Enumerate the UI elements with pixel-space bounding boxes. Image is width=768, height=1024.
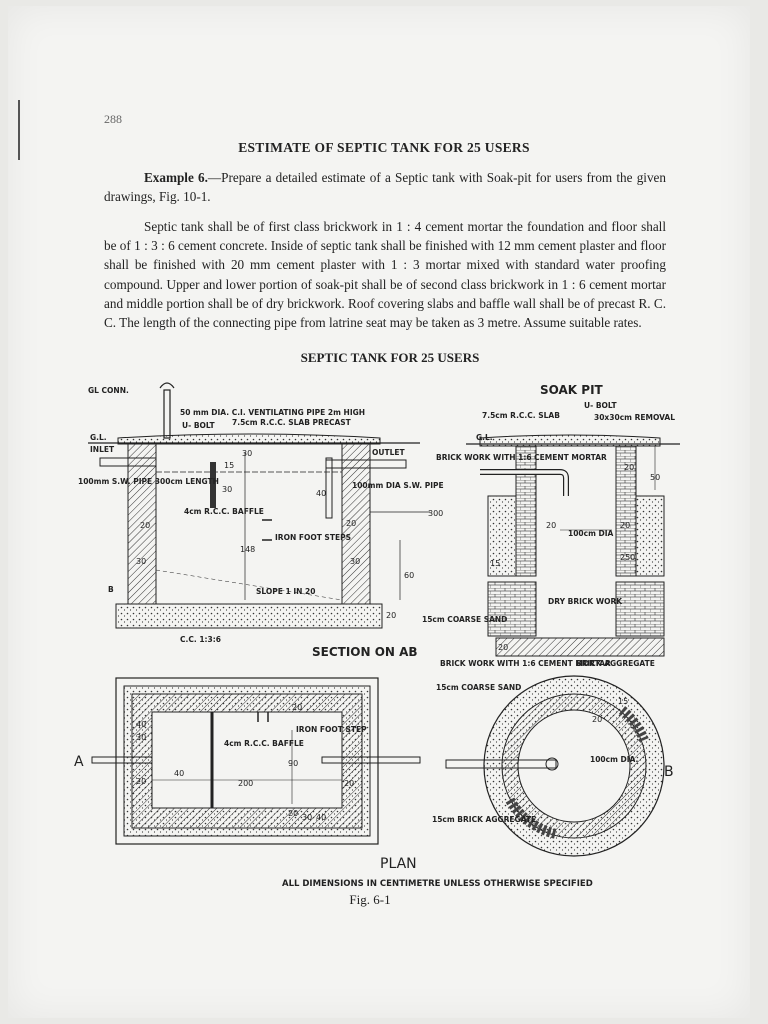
section-dim: 20 bbox=[386, 611, 396, 620]
section-title: SECTION ON AB bbox=[312, 645, 418, 659]
plan-title: PLAN bbox=[380, 856, 417, 872]
soak-label-brick-work-bottom: BRICK WORK WITH 1:6 CEMENT MORTAR bbox=[440, 659, 611, 668]
section-dim: 30 bbox=[222, 485, 232, 494]
specification-paragraph: Septic tank shall be of first class bric… bbox=[104, 217, 666, 332]
soak-dim: 15 bbox=[490, 559, 500, 568]
section-dim: 20 bbox=[346, 519, 356, 528]
example-paragraph: Example 6.—Prepare a detailed estimate o… bbox=[104, 168, 666, 206]
plan-dim: 20 bbox=[592, 715, 602, 724]
section-dimensions: 30 15 30 40 20 30 148 30 60 20 20 300 bbox=[136, 449, 443, 620]
plan-tank-view bbox=[91, 677, 421, 845]
soak-label-dry-brick: DRY BRICK WORK bbox=[548, 597, 623, 606]
specification-text: Septic tank shall be of first class bric… bbox=[104, 219, 666, 331]
plan-dim: 30 bbox=[302, 813, 312, 822]
soak-pit-title: SOAK PIT bbox=[540, 383, 604, 397]
soak-dim: 20 bbox=[624, 463, 634, 472]
soak-label-u-bolt: U- BOLT bbox=[584, 401, 617, 410]
section-view bbox=[88, 382, 430, 629]
soak-dim: 20 bbox=[620, 521, 630, 530]
plan-dim: 20 bbox=[344, 779, 354, 788]
plan-soak-pit-view bbox=[445, 675, 665, 857]
page-number: 288 bbox=[104, 112, 122, 126]
soak-dim: 250 bbox=[620, 553, 635, 562]
plan-label-b-mark: B bbox=[664, 764, 674, 780]
section-label-sw-pipe: 100mm S.W. PIPE 300cm LENGTH bbox=[78, 477, 219, 486]
plan-dim: 30 bbox=[136, 733, 146, 742]
section-dim: 30 bbox=[242, 449, 252, 458]
section-label-b-mark: B bbox=[108, 585, 114, 594]
plan-dim: 20 bbox=[292, 703, 302, 712]
soak-label-coarse-sand: 15cm COARSE SAND bbox=[422, 615, 507, 624]
plan-dim: 90 bbox=[288, 759, 298, 768]
soak-dim: 20 bbox=[546, 521, 556, 530]
soak-label-removal: 30x30cm REMOVAL bbox=[594, 413, 675, 422]
section-dim: 40 bbox=[316, 489, 326, 498]
section-label-gl: G.L. bbox=[90, 433, 107, 442]
plan-dim: 20 bbox=[288, 809, 298, 818]
section-dim: 148 bbox=[240, 545, 255, 554]
section-dim: 300 bbox=[428, 509, 443, 518]
section-dim: 30 bbox=[350, 557, 360, 566]
soak-label-rcc-slab: 7.5cm R.C.C. SLAB bbox=[482, 411, 560, 420]
section-label-iron-foot-steps: IRON FOOT STEPS bbox=[275, 533, 351, 542]
plan-label-coarse-sand: 15cm COARSE SAND bbox=[436, 683, 521, 692]
section-dim: 30 bbox=[136, 557, 146, 566]
plan-label-a-mark: A bbox=[74, 754, 84, 770]
section-dim: 20 bbox=[140, 521, 150, 530]
soak-dim: 50 bbox=[650, 473, 660, 482]
figure-caption: Fig. 6-1 bbox=[349, 892, 391, 907]
plan-dim: 40 bbox=[316, 813, 326, 822]
septic-tank-drawing: GL CONN. 50 mm DIA. C.I. VENTILATING PIP… bbox=[74, 382, 680, 889]
plan-label-dia: 100cm DIA. bbox=[590, 755, 638, 764]
plan-label-iron-foot-step: IRON FOOT STEP bbox=[296, 725, 367, 734]
section-label-sw-pipe-outlet: 100mm DIA S.W. PIPE bbox=[352, 481, 444, 490]
margin-mark bbox=[18, 100, 20, 160]
soak-pit-dimensions: 50 20 20 20 250 15 20 bbox=[490, 463, 660, 652]
plan-dimensions: 20 40 30 20 40 90 200 20 20 30 40 bbox=[136, 703, 354, 822]
dimensions-note: ALL DIMENSIONS IN CENTIMETRE UNLESS OTHE… bbox=[282, 879, 593, 889]
soak-dim: 20 bbox=[498, 643, 508, 652]
soak-label-brick-aggregate: BRICK AGGREGATE bbox=[576, 659, 655, 668]
section-label-outlet: OUTLET bbox=[372, 448, 405, 457]
section-label-vent-pipe: 50 mm DIA. C.I. VENTILATING PIPE 2m HIGH bbox=[180, 408, 365, 417]
section-dim: 60 bbox=[404, 571, 414, 580]
plan-dim: 200 bbox=[238, 779, 253, 788]
section-label-inlet: INLET bbox=[90, 445, 115, 454]
soak-label-brick-work-top: BRICK WORK WITH 1:6 CEMENT MORTAR bbox=[436, 453, 607, 462]
example-label: Example 6. bbox=[144, 170, 208, 185]
soak-label-dia: 100cm DIA bbox=[568, 529, 614, 538]
soak-pit-view bbox=[466, 434, 680, 657]
section-label-rcc-slab: 7.5cm R.C.C. SLAB PRECAST bbox=[232, 418, 352, 427]
example-text: —Prepare a detailed estimate of a Septic… bbox=[104, 170, 666, 205]
plan-dim: 40 bbox=[136, 720, 146, 729]
page-title: ESTIMATE OF SEPTIC TANK FOR 25 USERS bbox=[238, 140, 530, 155]
section-label-baffle: 4cm R.C.C. BAFFLE bbox=[184, 507, 264, 516]
section-label-u-bolt: U- BOLT bbox=[182, 421, 215, 430]
section-label-gl-conn: GL CONN. bbox=[88, 386, 129, 395]
section-label-cc-mix: C.C. 1:3:6 bbox=[180, 635, 221, 644]
plan-label-baffle: 4cm R.C.C. BAFFLE bbox=[224, 739, 304, 748]
plan-label-brick-aggregate: 15cm BRICK AGGREGATE bbox=[432, 815, 536, 824]
section-dim: 15 bbox=[224, 461, 234, 470]
plan-dim: 15 bbox=[618, 697, 628, 706]
section-label-slope: SLOPE 1 IN 20 bbox=[256, 587, 315, 596]
soak-label-gl: G.L. bbox=[476, 433, 493, 442]
plan-dim: 20 bbox=[136, 777, 146, 786]
figure-title: SEPTIC TANK FOR 25 USERS bbox=[300, 350, 480, 365]
plan-dim: 40 bbox=[174, 769, 184, 778]
